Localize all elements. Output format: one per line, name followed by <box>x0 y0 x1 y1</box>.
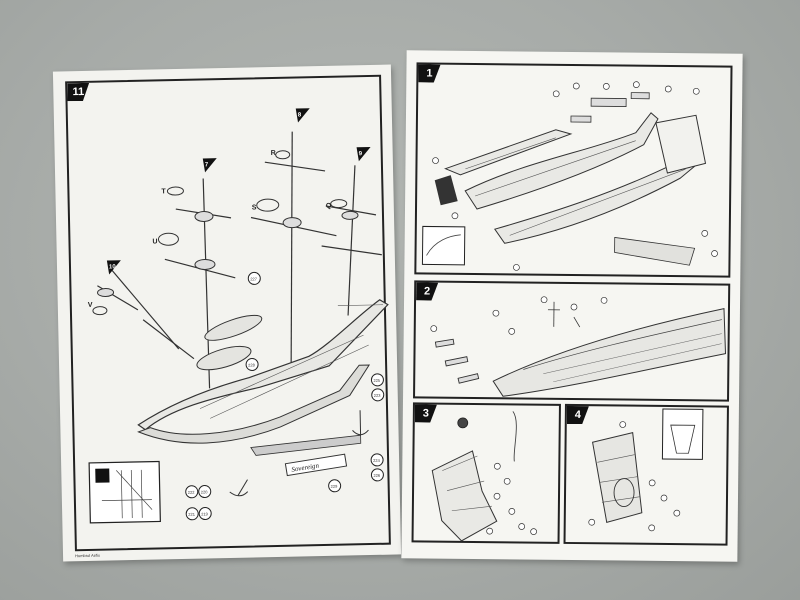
callout-letter: T <box>161 188 166 195</box>
part-number: 222 <box>188 490 196 495</box>
instruction-sheet-left: 11 Humbrol Airfix 7 8 9 <box>52 64 402 562</box>
part-number: 226 <box>373 473 381 478</box>
part-number: 219 <box>201 511 209 516</box>
mast-flag-label: 8 <box>298 112 302 118</box>
mast-flag-label: 10 <box>109 264 116 270</box>
callout-letter: U <box>152 238 157 245</box>
part-callouts <box>185 271 385 521</box>
part-number: 229 <box>331 484 339 489</box>
part-number: 221 <box>188 512 196 517</box>
part-number: 228 <box>248 362 256 367</box>
callout-letter: Q <box>326 203 332 210</box>
part-number: 220 <box>201 489 209 494</box>
mast-flags: 7 8 9 10 <box>106 108 371 275</box>
instruction-sheet-right: 1 2 3 4 <box>401 50 743 562</box>
ship-hull <box>137 299 389 431</box>
mast-flag-label: 9 <box>359 151 363 157</box>
mast-flag-label: 7 <box>205 162 209 168</box>
callout-letter: V <box>88 302 93 309</box>
callout-letter: R <box>271 150 276 157</box>
callout-letter: S <box>252 204 257 211</box>
part-number: 227 <box>250 276 258 281</box>
part-number: 223 <box>374 393 382 398</box>
step-11-diagram: 7 8 9 10 T U S R Q V <box>88 108 389 524</box>
part-number: 224 <box>373 458 381 463</box>
steps-1-4-diagrams <box>421 81 727 542</box>
part-number: 225 <box>373 378 381 383</box>
